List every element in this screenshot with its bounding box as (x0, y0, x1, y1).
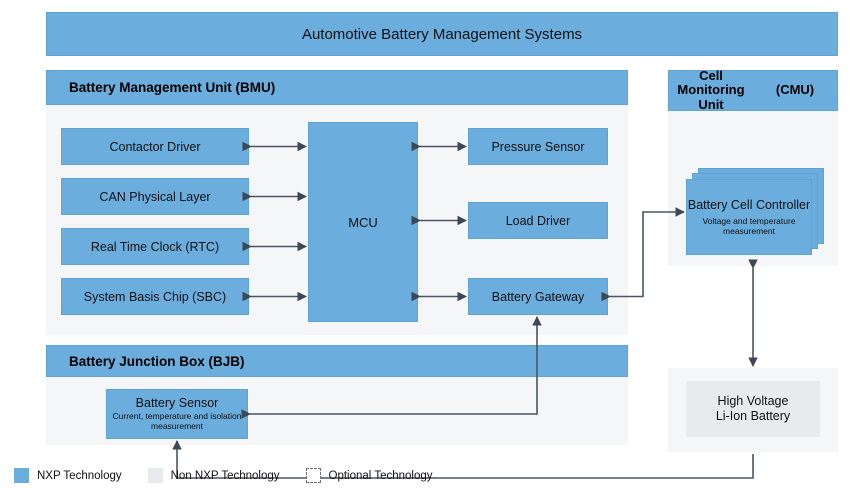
bjb-header-label: Battery Junction Box (BJB) (69, 353, 245, 369)
cmu-header: Cell Monitoring Unit (CMU) (668, 67, 838, 112)
block-high-voltage-battery[interactable]: High Voltage Li-Ion Battery (686, 381, 820, 437)
block-battery-cell-controller[interactable]: Battery Cell Controller Voltage and temp… (686, 179, 812, 255)
block-battery-gateway[interactable]: Battery Gateway (468, 278, 608, 315)
block-battery-sensor-sublabel: Current, temperature and isolation measu… (112, 411, 242, 431)
cmu-header-label-line2: (CMU) (775, 82, 815, 98)
optional-dashed-swatch-icon (305, 468, 321, 483)
block-contactor-driver-label: Contactor Driver (109, 139, 201, 154)
block-pressure-sensor-label: Pressure Sensor (491, 139, 585, 154)
non-nxp-grey-swatch-icon (147, 468, 163, 483)
block-system-basis-chip[interactable]: System Basis Chip (SBC) (61, 278, 249, 315)
block-mcu-label: MCU (348, 214, 378, 230)
nxp-blue-swatch-icon (14, 468, 29, 483)
legend-item-optional-label: Optional Technology (328, 469, 433, 482)
block-high-voltage-battery-label-line2: Li-Ion Battery (715, 409, 791, 423)
block-pressure-sensor[interactable]: Pressure Sensor (468, 128, 608, 165)
block-contactor-driver[interactable]: Contactor Driver (61, 128, 249, 165)
bjb-header: Battery Junction Box (BJB) (46, 345, 628, 377)
legend-item-nxp-label: NXP Technology (37, 469, 122, 482)
block-battery-cell-controller-sublabel: Voltage and temperature measurement (702, 215, 796, 236)
block-battery-sensor[interactable]: Battery Sensor Current, temperature and … (106, 389, 248, 439)
legend: NXP Technology Non NXP Technology Option… (14, 468, 459, 483)
block-battery-gateway-label: Battery Gateway (491, 289, 585, 304)
block-load-driver[interactable]: Load Driver (468, 202, 608, 239)
block-load-driver-label: Load Driver (505, 213, 571, 228)
block-can-physical-layer-label: CAN Physical Layer (99, 189, 211, 204)
bmu-header: Battery Management Unit (BMU) (46, 70, 628, 105)
block-battery-sensor-label: Battery Sensor (135, 396, 219, 411)
bmu-header-label: Battery Management Unit (BMU) (69, 80, 276, 95)
block-real-time-clock[interactable]: Real Time Clock (RTC) (61, 228, 249, 265)
block-real-time-clock-label: Real Time Clock (RTC) (90, 239, 220, 254)
block-mcu[interactable]: MCU (308, 122, 418, 322)
legend-item-optional: Optional Technology (305, 468, 433, 483)
cmu-header-label-line1: Cell Monitoring Unit (677, 67, 745, 112)
block-system-basis-chip-label: System Basis Chip (SBC) (83, 289, 227, 304)
legend-item-nxp: NXP Technology (14, 468, 122, 483)
block-can-physical-layer[interactable]: CAN Physical Layer (61, 178, 249, 215)
legend-item-non-nxp-label: Non NXP Technology (170, 469, 280, 482)
block-high-voltage-battery-label-line1: High Voltage (717, 394, 789, 408)
block-battery-cell-controller-label: Battery Cell Controller (687, 197, 811, 212)
diagram-title: Automotive Battery Management Systems (46, 12, 838, 56)
legend-item-non-nxp: Non NXP Technology (147, 468, 280, 483)
